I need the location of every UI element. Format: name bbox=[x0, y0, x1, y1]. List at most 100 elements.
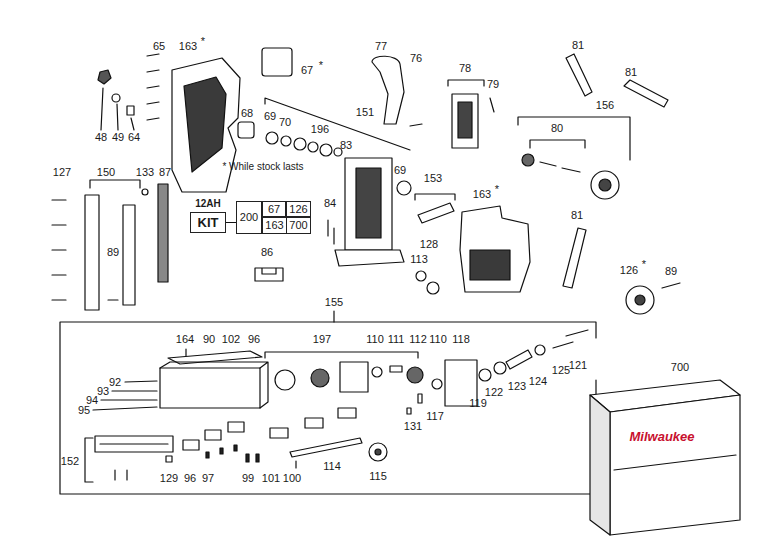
callout-number: 102 bbox=[222, 334, 240, 345]
callout-number: 152 bbox=[61, 456, 79, 467]
knob-detail bbox=[635, 295, 645, 305]
table-cell: 67 bbox=[262, 201, 286, 217]
callout-number: 153 bbox=[424, 173, 442, 184]
callout-number: 117 bbox=[426, 411, 444, 422]
callout-number: 81 bbox=[625, 67, 637, 78]
leader-line bbox=[93, 407, 157, 410]
pin-part bbox=[418, 394, 422, 403]
pin-part bbox=[185, 349, 186, 356]
callout-number: 110 bbox=[429, 334, 447, 345]
callout-number: 112 bbox=[409, 334, 427, 345]
node-text: 200 bbox=[240, 212, 258, 223]
small-part bbox=[166, 456, 172, 462]
bushing-part bbox=[238, 122, 254, 138]
callout-number: 83 bbox=[340, 140, 352, 151]
callout-number: 90 bbox=[203, 334, 215, 345]
part-drawing bbox=[320, 144, 332, 156]
part-drawing bbox=[52, 299, 66, 300]
part-drawing bbox=[52, 274, 66, 275]
callout-number: 92 bbox=[109, 377, 121, 388]
node-heading: 12AH bbox=[195, 199, 221, 209]
block-detail bbox=[458, 102, 472, 138]
callout-number: 68 bbox=[241, 108, 253, 119]
table-cell: 126 bbox=[286, 201, 311, 217]
callout-number: 87 bbox=[159, 167, 171, 178]
callout-number: 150 bbox=[97, 167, 115, 178]
part-drawing bbox=[266, 132, 278, 144]
screw-part bbox=[142, 189, 148, 195]
pin-part bbox=[327, 220, 328, 236]
rod-part bbox=[290, 438, 362, 457]
rail-part bbox=[85, 195, 99, 310]
callout-number: 164 bbox=[176, 334, 194, 345]
bracket-line bbox=[90, 180, 140, 188]
case-side bbox=[590, 395, 610, 535]
part-drawing bbox=[52, 249, 66, 250]
callout-number: 115 bbox=[369, 471, 387, 482]
part-drawing bbox=[308, 142, 318, 152]
part-drawing bbox=[206, 452, 209, 458]
handle-part bbox=[624, 80, 668, 107]
callout-number: 100 bbox=[283, 473, 301, 484]
callout-number: 126 bbox=[620, 265, 638, 276]
callout-number: 81 bbox=[571, 210, 583, 221]
callout-number: 156 bbox=[596, 100, 614, 111]
callout-number: 110 bbox=[366, 334, 384, 345]
body-detail bbox=[160, 362, 268, 408]
callout-number: 133 bbox=[136, 167, 154, 178]
kit-box: 12AHKIT bbox=[190, 212, 226, 233]
rail-part bbox=[123, 205, 135, 305]
handle-part bbox=[566, 54, 592, 96]
callout-number: 125 bbox=[552, 365, 570, 376]
small-part bbox=[112, 94, 120, 102]
part-drawing bbox=[256, 454, 259, 462]
screw-part bbox=[490, 98, 494, 112]
callout-number: 69 bbox=[394, 165, 406, 176]
leader-line bbox=[125, 381, 157, 382]
callout-number: 155 bbox=[325, 297, 343, 308]
leader-line bbox=[101, 399, 157, 400]
bracket-line bbox=[448, 80, 484, 86]
housing-detail bbox=[470, 250, 510, 280]
part-drawing bbox=[281, 136, 291, 146]
table-cell: 163 bbox=[262, 217, 287, 234]
part-drawing bbox=[52, 48, 740, 535]
screw-group bbox=[206, 445, 259, 462]
pin-part bbox=[540, 162, 556, 166]
note-text: * While stock lasts bbox=[222, 162, 303, 172]
block-part bbox=[183, 440, 199, 450]
screw-part bbox=[410, 124, 422, 126]
ring-part bbox=[397, 181, 411, 195]
block-part bbox=[452, 94, 478, 148]
screw-part bbox=[114, 470, 115, 480]
block-part bbox=[228, 422, 244, 432]
leader-line bbox=[112, 390, 157, 391]
screw-group bbox=[147, 54, 159, 120]
callout-number: 93 bbox=[97, 386, 109, 397]
callout-number: 700 bbox=[671, 362, 689, 373]
part-drawing bbox=[220, 448, 223, 454]
callout-number: 49 bbox=[112, 132, 124, 143]
case-detail bbox=[614, 455, 736, 470]
small-part bbox=[427, 282, 439, 294]
pin-part bbox=[390, 366, 402, 372]
callout-number: 123 bbox=[508, 381, 526, 392]
callout-number: * bbox=[642, 259, 646, 270]
body-part bbox=[160, 368, 260, 408]
housing-part bbox=[460, 206, 530, 292]
callout-number: 89 bbox=[665, 266, 677, 277]
part-drawing bbox=[52, 224, 66, 225]
column-detail bbox=[356, 168, 381, 238]
node-text: KIT bbox=[198, 216, 219, 229]
screw-part bbox=[566, 330, 588, 336]
callout-number: 113 bbox=[410, 254, 428, 265]
callout-number: * bbox=[319, 60, 323, 71]
callout-number: 84 bbox=[324, 198, 336, 209]
small-part bbox=[98, 70, 111, 84]
pin-part bbox=[333, 228, 334, 244]
block-part bbox=[205, 430, 221, 440]
pin-part bbox=[295, 461, 296, 468]
part-drawing bbox=[147, 118, 159, 120]
rail-part bbox=[158, 184, 168, 282]
